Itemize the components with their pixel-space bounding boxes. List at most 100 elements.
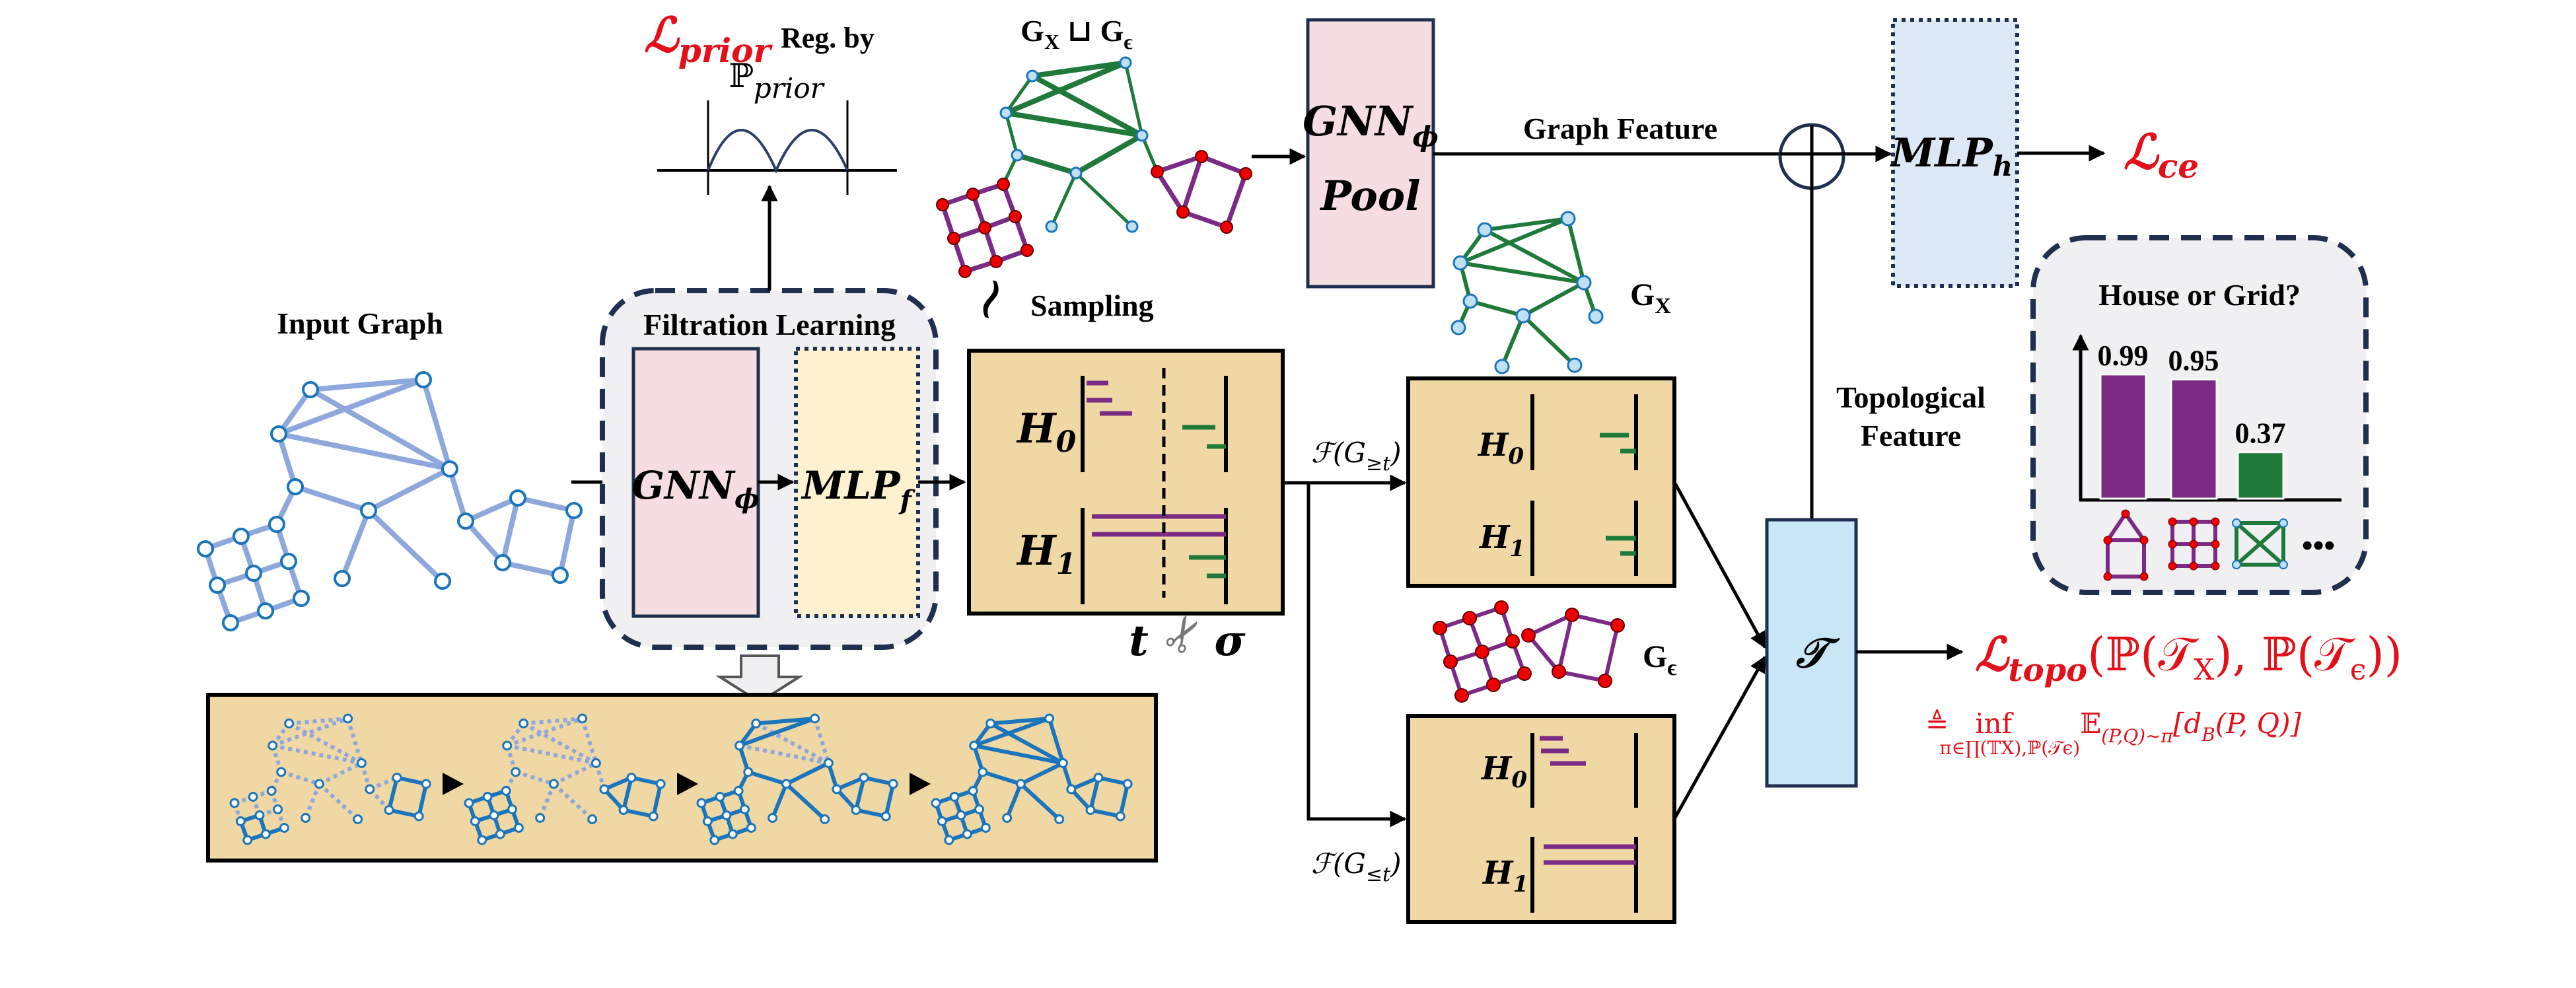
active-edge — [973, 717, 1050, 748]
green-edge — [1458, 261, 1586, 285]
red-node — [1505, 634, 1520, 649]
topological-feature-label-line2: Feature — [1861, 419, 1961, 452]
graph-node — [464, 798, 474, 808]
prior-plot-curve — [707, 129, 849, 174]
graph-node — [599, 784, 610, 794]
green-edge — [1015, 153, 1079, 176]
graph-node — [268, 516, 285, 533]
green-edge — [1521, 314, 1577, 367]
graph-edge — [276, 431, 298, 489]
active-edge — [770, 783, 789, 819]
green-edge — [1074, 171, 1134, 229]
red-node — [1517, 666, 1532, 681]
graph-node — [248, 792, 258, 802]
graph-node — [962, 829, 972, 839]
graph-node — [222, 614, 239, 631]
active-edge — [1090, 808, 1121, 818]
graph-node — [590, 758, 601, 768]
pd-main-h1-label: H1 — [1016, 526, 1076, 581]
graph-node — [470, 816, 480, 826]
graph-node — [535, 813, 546, 823]
graph-node — [1093, 773, 1104, 783]
gnn-pool-label-line2: Pool — [1319, 172, 1420, 220]
graph-node — [494, 554, 511, 571]
topological-layer-box — [1765, 518, 1858, 788]
red-node — [2189, 561, 2198, 571]
g-eps-label: Gϵ — [1643, 639, 1677, 680]
graph-node — [314, 779, 324, 789]
graph-node — [880, 811, 891, 822]
graph-node — [384, 805, 394, 815]
graph-edge — [463, 518, 505, 565]
inactive-edge — [289, 717, 348, 726]
graph-node — [1066, 784, 1077, 794]
graph-edge — [500, 560, 563, 578]
graph-node — [587, 814, 598, 824]
graph-node — [266, 786, 277, 796]
graph-node — [832, 784, 842, 794]
active-edge — [1019, 782, 1061, 821]
graph-node — [343, 713, 353, 724]
classifier-title: House or Grid? — [2098, 278, 2301, 312]
graph-node — [413, 811, 424, 822]
graph-node — [501, 786, 511, 796]
inactive-edge — [538, 783, 556, 819]
graph-node — [985, 719, 996, 728]
active-edge — [1005, 783, 1023, 819]
pd-main-h0-label: H0 — [1016, 404, 1077, 459]
red-node — [997, 178, 1010, 191]
graph-node — [365, 784, 375, 794]
red-node — [1565, 608, 1579, 622]
blue-node — [1477, 222, 1493, 238]
reg-by-label: Reg. by — [781, 22, 875, 54]
graph-node — [931, 798, 941, 808]
gx-graph — [1450, 211, 1604, 374]
prior-loss-label: ℒprior — [644, 7, 773, 70]
graph-edge — [276, 431, 452, 472]
green-edge — [1030, 73, 1145, 138]
filtration-sequence — [229, 713, 1133, 845]
inactive-edge — [552, 782, 594, 821]
green-edge — [1030, 60, 1128, 79]
red-node — [1195, 150, 1208, 163]
active-edge — [785, 761, 830, 786]
active-edge — [756, 717, 815, 726]
graph-node — [233, 528, 250, 545]
gnn-pool-box — [1306, 18, 1435, 289]
down-hollow-arrow-icon — [715, 654, 804, 704]
green-edge — [1073, 133, 1145, 176]
graph-node — [859, 773, 869, 783]
purple-edge — [1180, 209, 1229, 230]
filtration-learning-title: Filtration Learning — [643, 308, 896, 341]
sampling-label: Sampling — [1030, 289, 1154, 322]
graph-node — [392, 773, 402, 783]
graph-edge — [463, 495, 520, 524]
graph-node — [509, 489, 526, 507]
green-edge — [1468, 299, 1525, 318]
classifier-bar-value: 0.95 — [2168, 345, 2219, 377]
graph-node — [502, 740, 513, 751]
pd-lower-barcodes — [1530, 733, 1638, 913]
graph-edge — [276, 377, 426, 437]
blue-node — [1450, 320, 1466, 335]
graph-node — [823, 758, 834, 768]
graph-node — [702, 816, 713, 826]
active-edge — [785, 782, 826, 821]
blue-node — [1560, 211, 1576, 227]
topological-feature-label-line1: Topological — [1836, 380, 1986, 414]
graph-edge — [500, 495, 520, 565]
graph-node — [441, 460, 458, 477]
graph-node — [734, 740, 745, 751]
red-node — [2139, 536, 2149, 545]
inactive-edge — [288, 721, 363, 765]
graph-node — [626, 773, 637, 783]
filtration-stage-2 — [464, 713, 666, 845]
graph-edge — [421, 377, 452, 472]
green-edge — [1004, 74, 1034, 115]
stage-arrow-icon — [910, 773, 931, 795]
graph-node — [618, 805, 629, 815]
arrow-upper-to-t — [1672, 481, 1767, 649]
graph-node — [489, 810, 499, 820]
